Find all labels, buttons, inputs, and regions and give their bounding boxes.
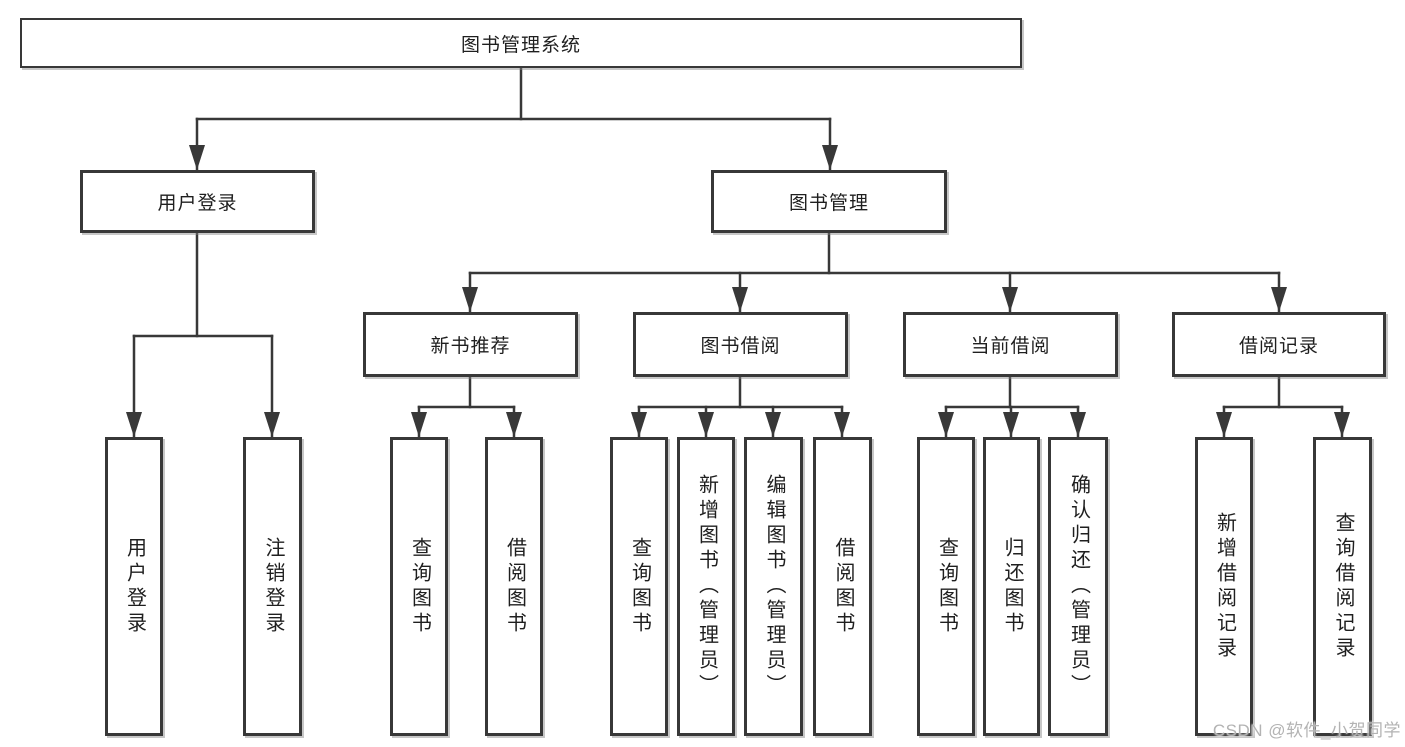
node-book-borrow-label: 图书借阅: [700, 336, 781, 357]
leaf-cb-return-book: 归还图书: [983, 437, 1040, 736]
node-book-borrow: 图书借阅: [633, 312, 848, 377]
connector-root-to-level2: [189, 66, 838, 172]
leaf-br-query-record: 查询借阅记录: [1313, 437, 1372, 736]
leaf-bb-edit-book-label: 编辑图书（管理员）: [763, 474, 785, 699]
connector-book-borrow-children: [631, 375, 850, 439]
leaf-bb-add-book-label: 新增图书（管理员）: [695, 474, 718, 699]
node-borrow-record-label: 借阅记录: [1238, 336, 1319, 357]
leaf-bb-query-book-label: 查询图书: [628, 536, 651, 637]
connector-borrow-record-children: [1216, 375, 1350, 439]
leaf-br-query-record-label: 查询借阅记录: [1332, 511, 1354, 662]
leaf-logout: 注销登录: [243, 437, 302, 736]
leaf-rec-query-book: 查询图书: [390, 437, 448, 736]
leaf-logout-label: 注销登录: [262, 536, 284, 637]
leaf-cb-confirm-return-label: 确认归还（管理员）: [1067, 474, 1090, 699]
leaf-bb-query-book: 查询图书: [610, 437, 668, 736]
node-borrow-record: 借阅记录: [1172, 312, 1386, 377]
connector-user-login-children: [126, 231, 280, 439]
node-book-mgmt-label: 图书管理: [788, 193, 869, 214]
node-root-label: 图书管理系统: [460, 34, 581, 56]
leaf-rec-borrow-book-label: 借阅图书: [503, 536, 526, 637]
connector-current-borrow-children: [938, 375, 1086, 439]
leaf-bb-edit-book: 编辑图书（管理员）: [744, 437, 803, 736]
leaf-cb-query-book-label: 查询图书: [935, 536, 958, 637]
leaf-br-add-record: 新增借阅记录: [1195, 437, 1253, 736]
node-new-book-rec-label: 新书推荐: [430, 336, 511, 357]
leaf-br-add-record-label: 新增借阅记录: [1213, 511, 1236, 662]
connector-book-mgmt-to-level3: [462, 231, 1287, 314]
leaf-user-login-label: 用户登录: [123, 536, 146, 637]
leaf-rec-query-book-label: 查询图书: [408, 536, 431, 637]
connector-new-book-rec-children: [411, 375, 522, 439]
node-new-book-rec: 新书推荐: [363, 312, 578, 377]
node-root: 图书管理系统: [20, 18, 1022, 68]
node-current-borrow-label: 当前借阅: [970, 336, 1051, 357]
leaf-bb-add-book: 新增图书（管理员）: [677, 437, 735, 736]
leaf-user-login: 用户登录: [105, 437, 163, 736]
node-book-mgmt: 图书管理: [711, 170, 947, 233]
leaf-bb-borrow-book-label: 借阅图书: [832, 536, 854, 637]
node-user-login-label: 用户登录: [157, 193, 238, 214]
leaf-bb-borrow-book: 借阅图书: [813, 437, 872, 736]
leaf-cb-confirm-return: 确认归还（管理员）: [1048, 437, 1108, 736]
leaf-rec-borrow-book: 借阅图书: [485, 437, 543, 736]
node-current-borrow: 当前借阅: [903, 312, 1118, 377]
leaf-cb-query-book: 查询图书: [917, 437, 975, 736]
leaf-cb-return-book-label: 归还图书: [1001, 536, 1023, 637]
node-user-login: 用户登录: [80, 170, 315, 233]
csdn-watermark: CSDN @软件_小贺同学: [1212, 721, 1401, 740]
